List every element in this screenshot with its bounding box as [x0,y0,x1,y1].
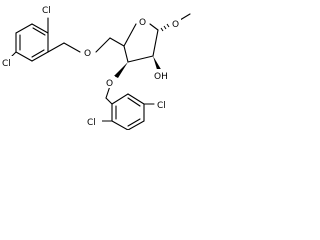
bond-o-to-ch2 [95,37,111,53]
wedge-bond-c2-to-oh [153,56,162,73]
bond-ring-o-to-c1 [149,23,159,31]
o-ether-lower-label: O [106,79,113,89]
wedge-bond-c3-to-o [114,62,128,78]
o-methoxy-label: O [172,20,179,30]
cl-bottom-left-bg [86,115,102,128]
bond-c2-to-c3 [127,55,154,63]
oh-label: OH [154,72,168,82]
cl-bottom-right-label: Cl [157,101,166,111]
bond [111,93,129,105]
o-ring-label: O [139,18,146,28]
o-ether-upper-bg [82,46,93,58]
bond [111,120,129,130]
lower-dichlorobenzyl-ring [101,85,155,130]
bond [31,23,49,34]
bond-ome-to-methyl [179,13,191,21]
cl-top-label: Cl [42,6,51,16]
bond-ring-to-ch2 [47,42,65,53]
aromatic-bond [127,97,141,107]
bond-c3-to-c4 [123,45,129,63]
aromatic-bond [31,49,45,58]
hashed-bond-c1-to-ome [166,23,170,28]
atom-labels: Cl Cl O O O O OH Cl Cl [1,3,181,128]
hashed-bond-c1-to-ome [160,27,164,32]
sugar-ring [95,13,191,78]
bond-ch2-to-o [63,42,81,53]
cl-left-bg [1,56,17,69]
bond-ch2-to-c4 [109,37,125,47]
bond [127,93,145,105]
bond [127,120,145,130]
aromatic-bond [127,118,141,127]
bond [31,51,49,62]
o-ring-bg [137,15,148,27]
bond-c4-to-ring-o [123,23,137,47]
cl-top-bg [40,3,56,16]
cl-left-label: Cl [2,59,11,69]
upper-dichlorobenzyl-ring [9,17,81,62]
bond-ch2-to-ring [105,97,113,105]
molecule-structure: Cl Cl O O O O OH Cl Cl [1,3,191,130]
hashed-bond-c1-to-ome [163,25,167,30]
cl-bottom-right-bg [156,98,172,111]
bond-c1-to-c2 [152,29,159,57]
bond [15,51,33,62]
cl-bottom-left-label: Cl [87,118,96,128]
o-ether-upper-label: O [84,49,91,59]
o-methoxy-bg [170,17,181,29]
bond [15,23,33,34]
oh-bg [153,69,171,82]
o-ether-lower-bg [104,76,115,88]
aromatic-bond [32,27,46,36]
